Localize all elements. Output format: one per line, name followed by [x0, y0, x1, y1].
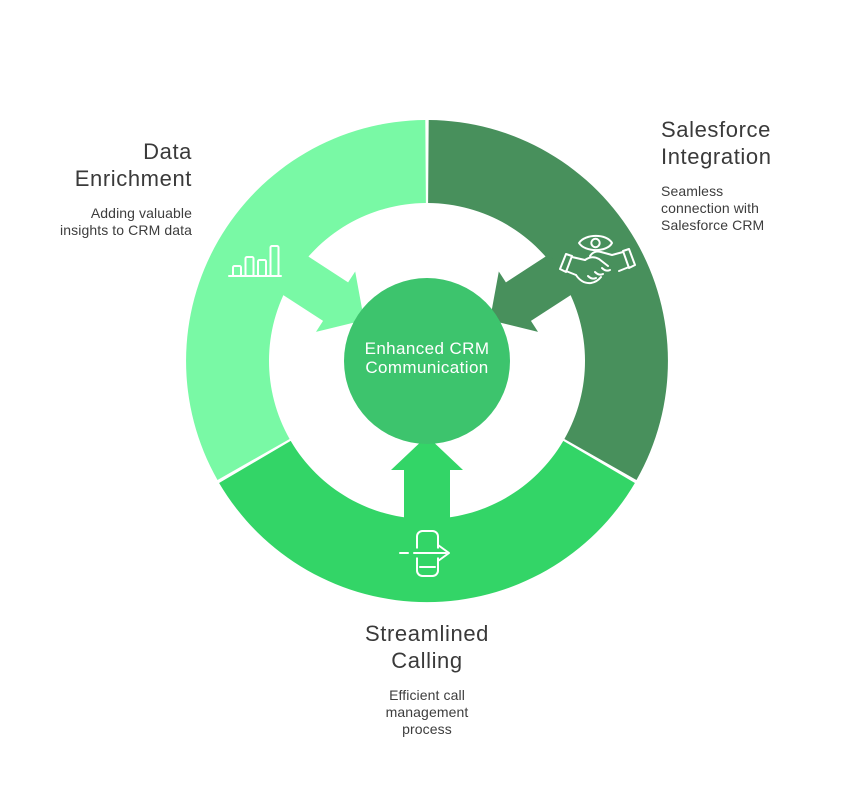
section-label-streamlined-calling: Streamlined Calling Efficient call manag…: [313, 620, 541, 738]
arrow-data-enrichment: [279, 254, 365, 332]
desc-line: Seamless: [661, 183, 724, 199]
title-line: Enrichment: [74, 166, 192, 191]
center-label-line: Communication: [365, 358, 489, 377]
segment-data-enrichment: [186, 120, 426, 480]
desc-line: process: [402, 721, 452, 737]
arrow-salesforce-integration: [489, 254, 575, 332]
desc-line: connection with: [661, 200, 760, 216]
desc-line: Adding valuable: [90, 205, 192, 221]
section-title-salesforce-integration: Salesforce Integration: [661, 116, 852, 170]
title-line: Integration: [661, 144, 772, 169]
section-desc-data-enrichment: Adding valuable insights to CRM data: [0, 205, 192, 239]
center-circle-label: Enhanced CRM Communication: [327, 339, 527, 377]
section-label-data-enrichment: Data Enrichment Adding valuable insights…: [0, 138, 192, 239]
center-label-line: Enhanced CRM: [364, 339, 490, 358]
section-label-salesforce-integration: Salesforce Integration Seamless connecti…: [661, 116, 852, 234]
desc-line: management: [385, 704, 469, 720]
eye-handshake-icon: [559, 234, 636, 285]
title-line: Streamlined: [365, 621, 489, 646]
bar-chart-icon: [228, 245, 282, 277]
title-line: Data: [143, 139, 192, 164]
desc-line: Salesforce CRM: [661, 217, 765, 233]
title-line: Calling: [391, 648, 463, 673]
center-circle: [344, 278, 510, 444]
section-title-streamlined-calling: Streamlined Calling: [313, 620, 541, 674]
segment-salesforce-integration: [428, 120, 668, 480]
arrow-streamlined-calling: [391, 436, 463, 522]
section-desc-streamlined-calling: Efficient call management process: [313, 687, 541, 738]
desc-line: Efficient call: [389, 687, 465, 703]
title-line: Salesforce: [661, 117, 771, 142]
phone-outgoing-icon: [398, 530, 456, 577]
section-title-data-enrichment: Data Enrichment: [0, 138, 192, 192]
section-desc-salesforce-integration: Seamless connection with Salesforce CRM: [661, 183, 852, 234]
desc-line: insights to CRM data: [60, 222, 192, 238]
